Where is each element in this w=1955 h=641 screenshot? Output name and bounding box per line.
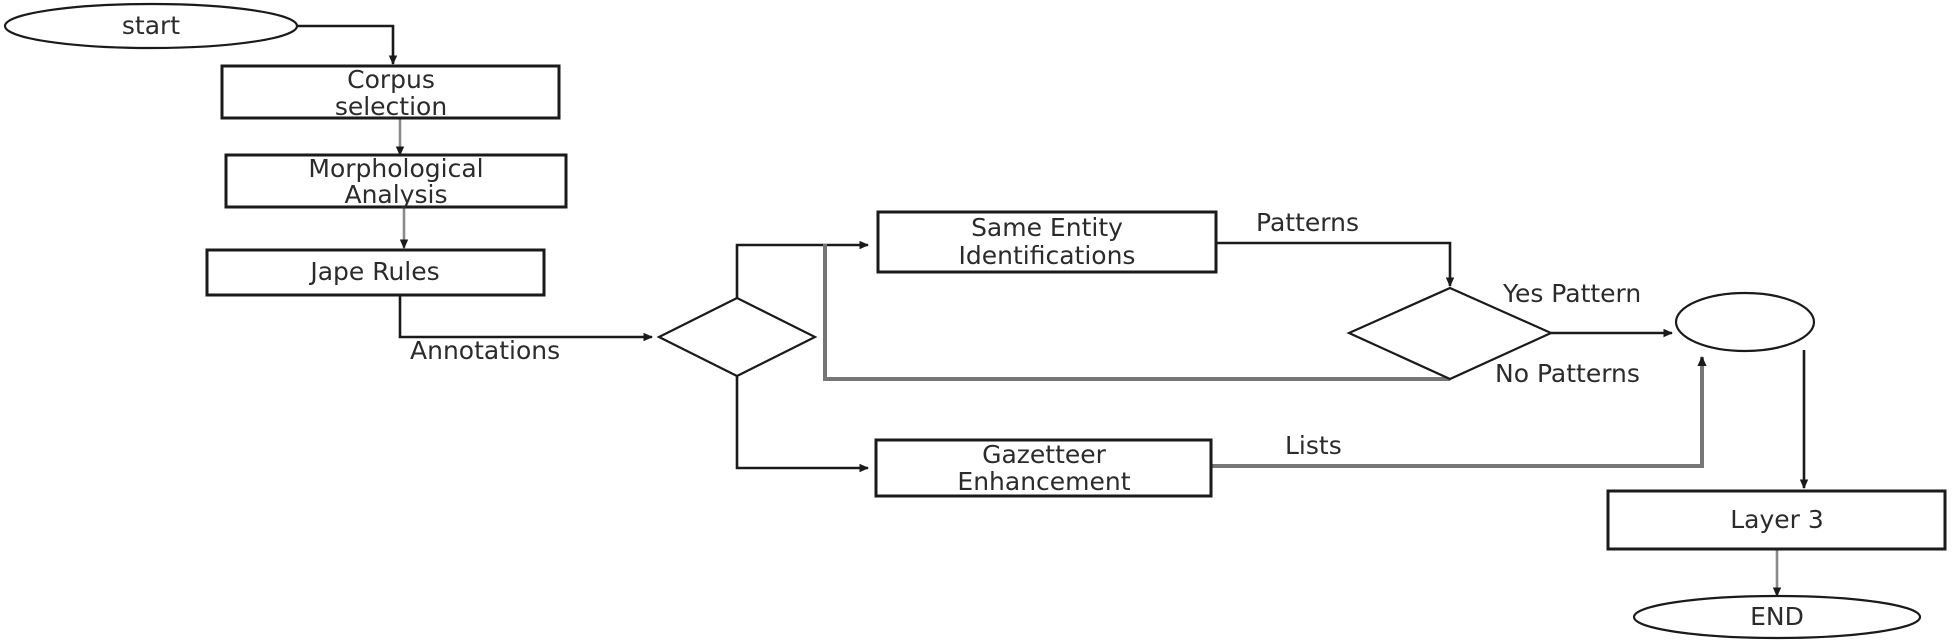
- edge-label-yes-pattern: Yes Pattern: [1502, 279, 1641, 308]
- edge-split-to-same-entity: [735, 240, 869, 298]
- same-entity-label-line1: Same Entity: [971, 213, 1123, 242]
- corpus-selection-label-line2: selection: [335, 92, 447, 121]
- morphological-analysis-label-line2: Analysis: [344, 180, 447, 209]
- node-jape-rules[interactable]: Jape Rules: [205, 248, 546, 297]
- node-start[interactable]: start: [3, 2, 299, 50]
- same-entity-label-line2: Identifications: [959, 241, 1136, 270]
- node-layer3[interactable]: Layer 3: [1606, 489, 1947, 551]
- edge-split-to-gazetteer: [735, 376, 869, 473]
- jape-rules-box-shape: [205, 248, 546, 297]
- node-corpus-selection[interactable]: Corpus selection: [220, 64, 561, 121]
- layer3-label: Layer 3: [1730, 505, 1824, 534]
- edge-same-entity-to-pattern-test: [1216, 241, 1455, 287]
- node-merge-connector[interactable]: [1674, 291, 1816, 353]
- gazetteer-box-shape: [874, 438, 1213, 498]
- start-label: start: [122, 11, 180, 40]
- edge-gazetteer-to-merge: [1211, 356, 1707, 468]
- node-split-decision[interactable]: [656, 296, 818, 378]
- corpus-selection-label-line1: Corpus: [347, 65, 435, 94]
- node-same-entity-identifications[interactable]: Same Entity Identifications: [876, 210, 1218, 274]
- end-label: END: [1750, 602, 1804, 631]
- layer3-box-shape: [1606, 489, 1947, 551]
- edge-label-lists: Lists: [1285, 431, 1342, 460]
- edge-label-no-patterns: No Patterns: [1495, 359, 1640, 388]
- gazetteer-label-line1: Gazetteer: [982, 440, 1107, 469]
- node-gazetteer-enhancement[interactable]: Gazetteer Enhancement: [874, 438, 1213, 498]
- same-entity-box-shape: [876, 210, 1218, 274]
- morphological-analysis-label-line1: Morphological: [308, 154, 483, 183]
- edge-jape-to-split: [398, 295, 653, 342]
- edge-label-annotations: Annotations: [410, 336, 560, 365]
- edge-start-to-corpus: [297, 24, 398, 65]
- edge-label-patterns: Patterns: [1256, 208, 1359, 237]
- node-pattern-test-decision[interactable]: [1346, 286, 1554, 381]
- edge-pattern-test-no-patterns-feedback: [823, 244, 1450, 381]
- jape-rules-label: Jape Rules: [308, 257, 439, 286]
- pattern-test-diamond-shape: [1346, 286, 1554, 381]
- corpus-selection-box-shape: [220, 64, 561, 120]
- merge-connector-shape: [1674, 291, 1816, 353]
- node-morphological-analysis[interactable]: Morphological Analysis: [224, 153, 568, 209]
- node-end[interactable]: END: [1632, 594, 1922, 640]
- end-ellipse-shape: [1632, 594, 1922, 640]
- morphological-analysis-box-shape: [224, 153, 568, 209]
- split-decision-diamond-shape: [656, 296, 818, 378]
- start-ellipse-shape: [3, 2, 299, 50]
- gazetteer-label-line2: Enhancement: [957, 467, 1130, 496]
